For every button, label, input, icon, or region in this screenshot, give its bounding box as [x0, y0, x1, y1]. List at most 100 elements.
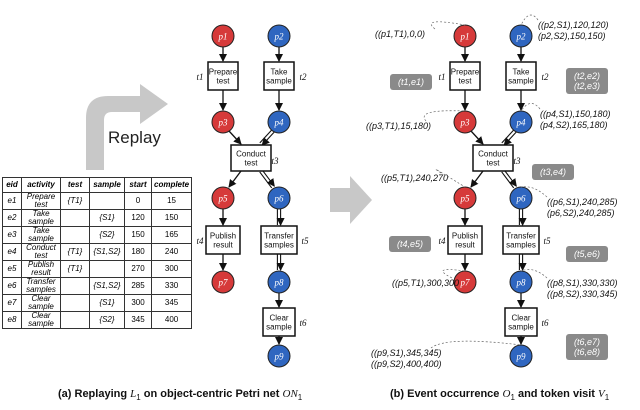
place-label: p4: [274, 118, 285, 128]
place-p3: [211, 110, 235, 134]
place-p7: [453, 270, 477, 294]
event-tag-label: (t5,e6): [574, 249, 600, 259]
place-label: p5: [218, 194, 229, 204]
event-tag-box: [389, 236, 431, 252]
table-cell: 240: [150, 243, 193, 261]
token-visit-label: ((p8,S2),330,345): [547, 289, 618, 299]
transition-text: test: [217, 77, 231, 86]
token-visit-label: ((p5,T1),240,270: [381, 173, 448, 183]
table-cell: 345: [124, 311, 152, 329]
table-cell: Conduct test: [21, 243, 61, 261]
replay-arrow: [86, 84, 168, 170]
transition-label: t1: [438, 72, 445, 82]
transition-text: Prepare: [209, 68, 238, 77]
transition-text: Publish: [452, 232, 478, 241]
transition-label: t5: [301, 236, 309, 246]
table-cell: [60, 209, 90, 227]
event-tag-label: (t4,e5): [397, 239, 423, 249]
transition-label: t3: [513, 156, 521, 166]
event-tag-label: (t3,e4): [540, 167, 566, 177]
annotation-link: [520, 14, 539, 26]
table-cell: [89, 260, 125, 278]
token-visit-label: ((p6,S1),240,285): [547, 197, 618, 207]
table-cell: 300: [150, 260, 193, 278]
event-table-header-cell: eid: [2, 177, 22, 193]
table-cell: Clear sample: [21, 294, 61, 312]
table-cell: {T1}: [60, 260, 90, 278]
table-cell: 400: [150, 311, 193, 329]
table-cell: {S1,S2}: [89, 243, 125, 261]
place-label: p1: [218, 32, 228, 42]
transition-t2: [505, 61, 537, 91]
table-cell: 15: [150, 192, 193, 210]
replay-label: Replay: [108, 128, 161, 147]
table-cell: e6: [2, 277, 22, 295]
table-cell: {S2}: [89, 226, 125, 244]
arc: [228, 130, 242, 145]
event-table-header-cell: complete: [150, 177, 193, 193]
table-cell: 150: [150, 209, 193, 227]
transition-text: Take: [513, 68, 530, 77]
token-visit-label: ((p9,S2),400,400): [371, 359, 442, 369]
arc: [261, 131, 275, 146]
token-visit-label: (p2,S2),150,150): [538, 31, 606, 41]
transition-text: test: [245, 159, 259, 168]
annotation-link: [435, 168, 466, 188]
place-label: p9: [516, 352, 527, 362]
place-p2: [267, 24, 291, 48]
table-cell: Take sample: [21, 209, 61, 227]
annotation-link: [430, 340, 522, 349]
table-cell: Publish result: [21, 260, 61, 278]
table-cell: 330: [150, 277, 193, 295]
place-label: p9: [274, 352, 285, 362]
event-tag-label: (t6,e8): [574, 347, 600, 357]
token-visit-label: ((p1,T1),0,0): [375, 29, 425, 39]
annotation-link: [520, 103, 541, 112]
place-p4: [267, 110, 291, 134]
place-p3: [453, 110, 477, 134]
table-cell: [60, 226, 90, 244]
place-p9: [267, 344, 291, 368]
table-cell: 150: [124, 226, 152, 244]
transition-text: Publish: [210, 232, 236, 241]
event-tag-label: (t2,e2): [574, 71, 600, 81]
table-cell: e5: [2, 260, 22, 278]
table-cell: e8: [2, 311, 22, 329]
event-tag-label: (t2,e3): [574, 81, 600, 91]
token-visit-label: ((p9,S1),345,345): [371, 348, 442, 358]
place-label: p8: [516, 278, 527, 288]
transition-t1: [449, 61, 481, 91]
transition-label: t2: [299, 72, 307, 82]
table-cell: Prepare test: [21, 192, 61, 210]
transition-text: test: [487, 159, 501, 168]
event-table-header-cell: start: [124, 177, 152, 193]
token-visit-label: (p6,S2),240,285): [547, 208, 615, 218]
table-cell: {T1}: [60, 192, 90, 210]
table-cell: {S2}: [89, 311, 125, 329]
table-cell: e3: [2, 226, 22, 244]
transition-t4: [205, 225, 241, 255]
token-visit-label: ((p2,S1),120,120): [538, 20, 609, 30]
place-label: p1: [460, 32, 470, 42]
transition-text: result: [455, 241, 475, 250]
place-p6: [267, 186, 291, 210]
table-cell: e7: [2, 294, 22, 312]
transition-t5: [502, 225, 540, 255]
transition-label: t1: [196, 72, 203, 82]
table-cell: 345: [150, 294, 193, 312]
table-cell: Clear sample: [21, 311, 61, 329]
transition-text: Conduct: [236, 150, 267, 159]
annotation-link: [442, 269, 466, 279]
event-tag-box: [532, 164, 574, 180]
caption-b: (b) Event occurrence O1 and token visit …: [390, 388, 610, 403]
transition-text: Clear: [269, 314, 288, 323]
transition-text: sample: [508, 77, 534, 86]
